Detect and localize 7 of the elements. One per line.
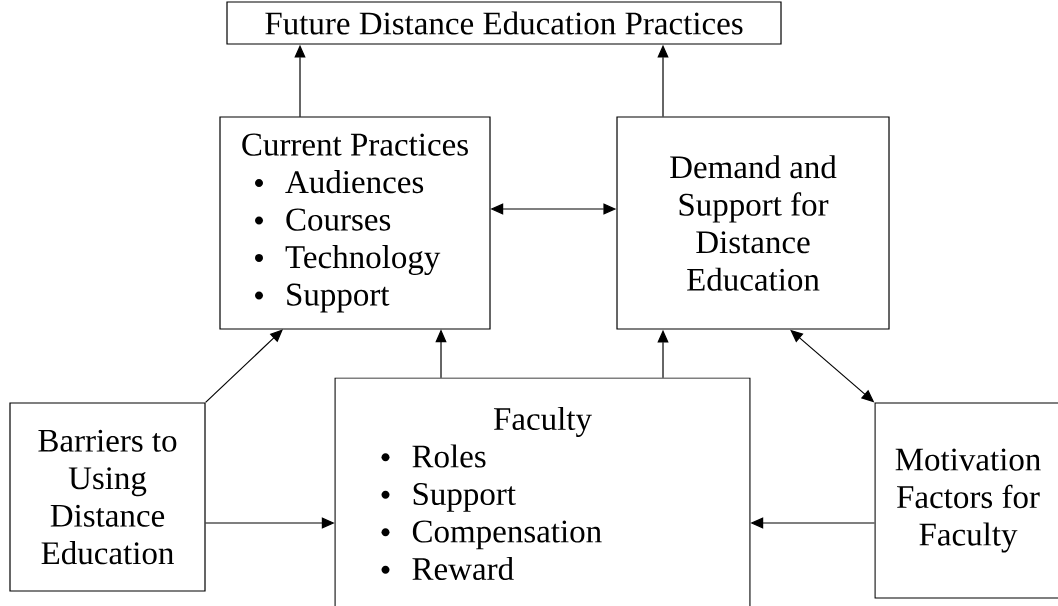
text-box: Faculty Roles Support Compensation Reward — [334, 377, 751, 606]
arrow — [205, 329, 283, 403]
text-box: Barriers to Using Distance Education — [9, 402, 206, 592]
text-box: Motivation Factors for Faculty — [874, 402, 1058, 599]
text-box: Current Practices Audiences Courses Technology Support — [219, 116, 491, 330]
text-box: Demand and Support for Distance Education — [616, 116, 890, 330]
text-box: Future Distance Education Practices — [226, 1, 782, 45]
